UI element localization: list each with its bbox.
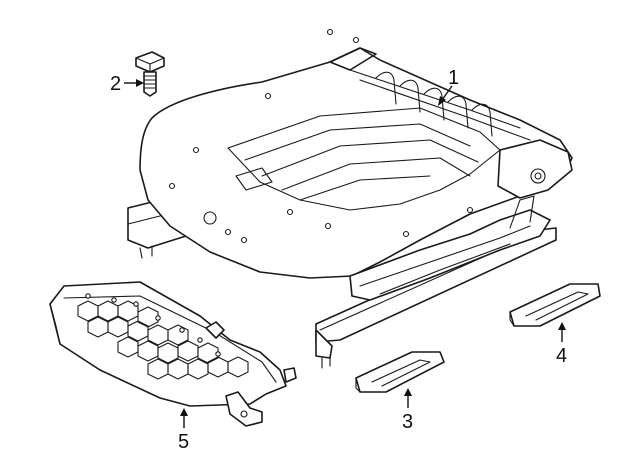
part-5-shield: [49, 281, 297, 427]
callout-1-label: 1: [448, 67, 459, 89]
callout-3-label: 3: [402, 411, 413, 433]
callout-5-label: 5: [178, 431, 189, 453]
callout-2: 2: [110, 73, 144, 95]
part-1-seat-frame: [127, 28, 573, 369]
honeycomb-pattern: [77, 300, 249, 380]
callout-4: 4: [556, 322, 567, 367]
part-4-track-cover: [509, 283, 601, 327]
callout-5: 5: [178, 408, 189, 453]
callout-3: 3: [402, 388, 413, 433]
callout-4-label: 4: [556, 345, 567, 367]
callout-2-label: 2: [110, 73, 121, 95]
part-3-track-cover: [355, 351, 445, 393]
callout-1: 1: [438, 67, 459, 106]
part-2-bolt: [135, 51, 165, 97]
